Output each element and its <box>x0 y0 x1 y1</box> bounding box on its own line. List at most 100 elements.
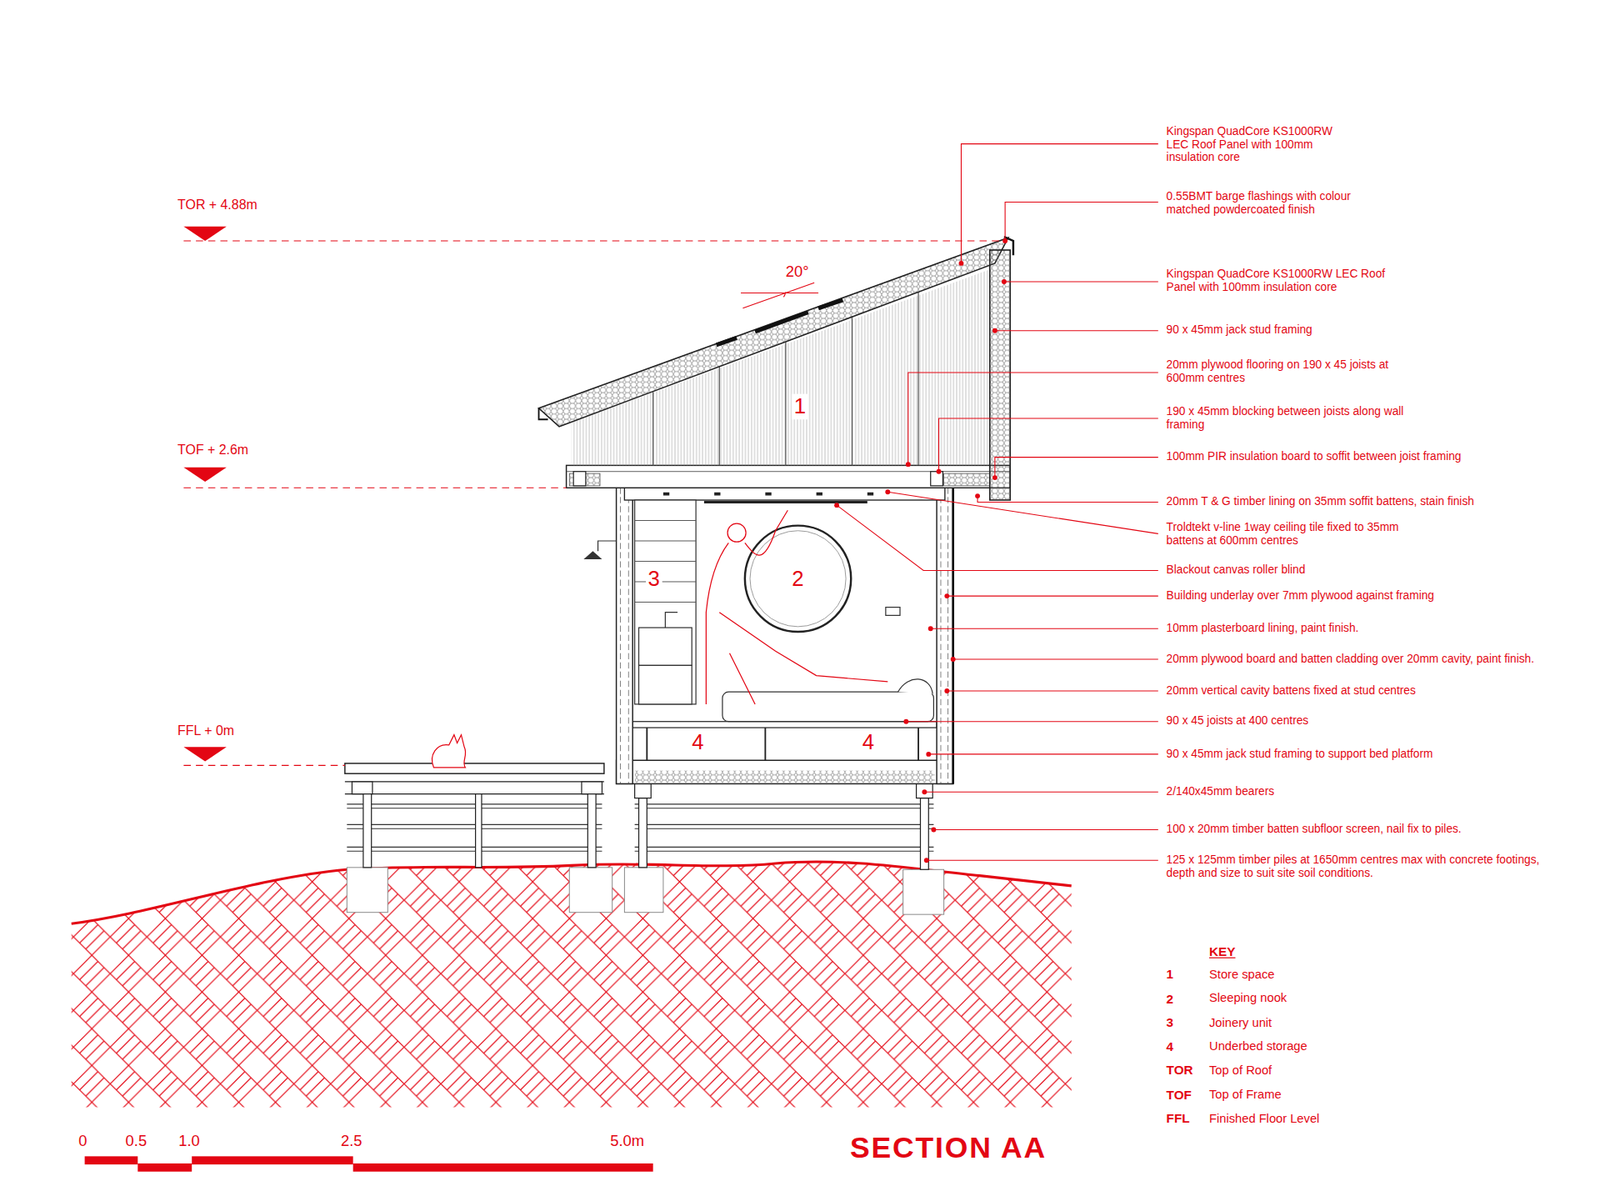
key-text: Finished Floor Level <box>1209 1110 1320 1125</box>
leader-dot <box>944 593 950 599</box>
roof-panel <box>539 237 1009 427</box>
joinery-shelf <box>635 520 696 603</box>
platform-stud <box>646 727 919 760</box>
footing <box>903 869 945 915</box>
annotation: 2/140x45mm bearers <box>1166 785 1275 799</box>
bearer <box>635 783 652 798</box>
leader-dot <box>950 656 956 662</box>
leader-dot <box>944 688 950 694</box>
annotation: 20mm plywood flooring on 190 x 45 joists… <box>1166 358 1427 385</box>
leader-line <box>1004 280 1159 282</box>
leader-line <box>995 457 1159 478</box>
round-window <box>750 530 846 627</box>
leader-line <box>928 753 1159 755</box>
key-code: TOF <box>1166 1087 1192 1103</box>
leader-line <box>836 505 1159 570</box>
subfloor-screen <box>635 804 935 851</box>
key-code: TOR <box>1166 1063 1194 1079</box>
deck-bearer <box>345 781 605 795</box>
floor-insulation <box>635 770 935 784</box>
joinery-drawer <box>639 665 693 705</box>
deck-joist <box>351 781 372 795</box>
leader-dot <box>924 857 930 863</box>
leader-line <box>887 491 1158 534</box>
annotation: 20mm T & G timber lining on 35mm soffit … <box>1166 495 1475 509</box>
leader-dot <box>903 719 909 725</box>
bearer <box>916 783 934 798</box>
annotation: Kingspan QuadCore KS1000RW LEC Roof Pane… <box>1166 267 1397 295</box>
leader-line <box>1005 201 1159 241</box>
leader-line <box>946 595 1158 597</box>
key-code: 2 <box>1166 991 1175 1007</box>
leader-line <box>946 690 1158 691</box>
leader-line <box>933 829 1158 830</box>
leader-dot <box>885 489 890 495</box>
key-code: 4 <box>1166 1040 1175 1055</box>
leader-line <box>924 791 1158 793</box>
wall <box>936 487 954 784</box>
leader-dot <box>975 493 980 499</box>
annotation: Troldtekt v-line 1way ceiling tile fixed… <box>1166 520 1417 547</box>
leader-line <box>995 330 1159 331</box>
annotation: 100 x 20mm timber batten subfloor screen… <box>1166 822 1462 836</box>
annotation: 125 x 125mm timber piles at 1650mm centr… <box>1166 853 1550 880</box>
pile <box>475 794 482 868</box>
key-text: Sleeping nook <box>1209 990 1287 1005</box>
floor <box>616 760 954 784</box>
leader-dot <box>905 461 911 467</box>
annotation: Blackout canvas roller blind <box>1166 563 1306 577</box>
leader-line <box>977 495 1159 502</box>
key-text: Top of Roof <box>1209 1063 1272 1078</box>
leader-line <box>930 628 1159 630</box>
leader-dot <box>1002 238 1008 244</box>
annotation: 90 x 45mm jack stud framing to support b… <box>1166 746 1434 760</box>
deck <box>345 763 605 774</box>
joist <box>573 471 586 486</box>
key-code: 3 <box>1166 1015 1175 1030</box>
pillow <box>898 679 934 695</box>
attic-floor <box>566 465 1011 488</box>
scale-bar <box>353 1163 654 1172</box>
annotation: Building underlay over 7mm plywood again… <box>1166 589 1435 603</box>
gutter <box>539 408 549 420</box>
level-marker <box>183 746 226 761</box>
pile <box>920 798 929 870</box>
scale-label: 2.5 <box>340 1131 363 1150</box>
footing <box>346 867 388 913</box>
level-line <box>183 765 345 766</box>
bed-platform <box>632 721 937 728</box>
annotation: 100mm PIR insulation board to soffit bet… <box>1166 450 1462 464</box>
key-heading: KEY <box>1209 945 1235 960</box>
leader-dot <box>936 469 942 475</box>
pile <box>587 794 596 868</box>
scale-label: 1.0 <box>178 1131 200 1150</box>
key-text: Top of Frame <box>1209 1086 1282 1101</box>
figure-head <box>727 523 746 542</box>
scale-bar <box>85 1155 139 1165</box>
solar-panel <box>716 300 844 345</box>
annotation: Kingspan QuadCore KS1000RW LEC Roof Pane… <box>1166 124 1340 165</box>
key-code: 1 <box>1166 967 1175 983</box>
callout-number: 2 <box>790 566 806 592</box>
scale-bar <box>137 1163 192 1172</box>
level-label: TOF + 2.6m <box>177 441 249 458</box>
attic-lining <box>571 269 990 465</box>
pile <box>639 798 648 868</box>
cat <box>432 735 466 768</box>
leader-dot <box>921 789 927 795</box>
wall-layer <box>620 487 629 784</box>
joist <box>930 471 944 486</box>
round-window <box>745 525 851 632</box>
level-label: FFL + 0m <box>177 722 235 739</box>
footing <box>569 867 612 913</box>
leader-line <box>905 720 1158 722</box>
annotation: 20mm plywood board and batten cladding o… <box>1166 651 1535 665</box>
leader-dot <box>992 328 998 334</box>
angle-label: 20° <box>783 262 811 281</box>
roof-wall-panel <box>990 250 1010 500</box>
key-code: FFL <box>1166 1110 1190 1126</box>
leader-dot <box>959 260 965 266</box>
leader-dot <box>925 751 931 757</box>
level-label: TOR + 4.88m <box>177 196 258 213</box>
